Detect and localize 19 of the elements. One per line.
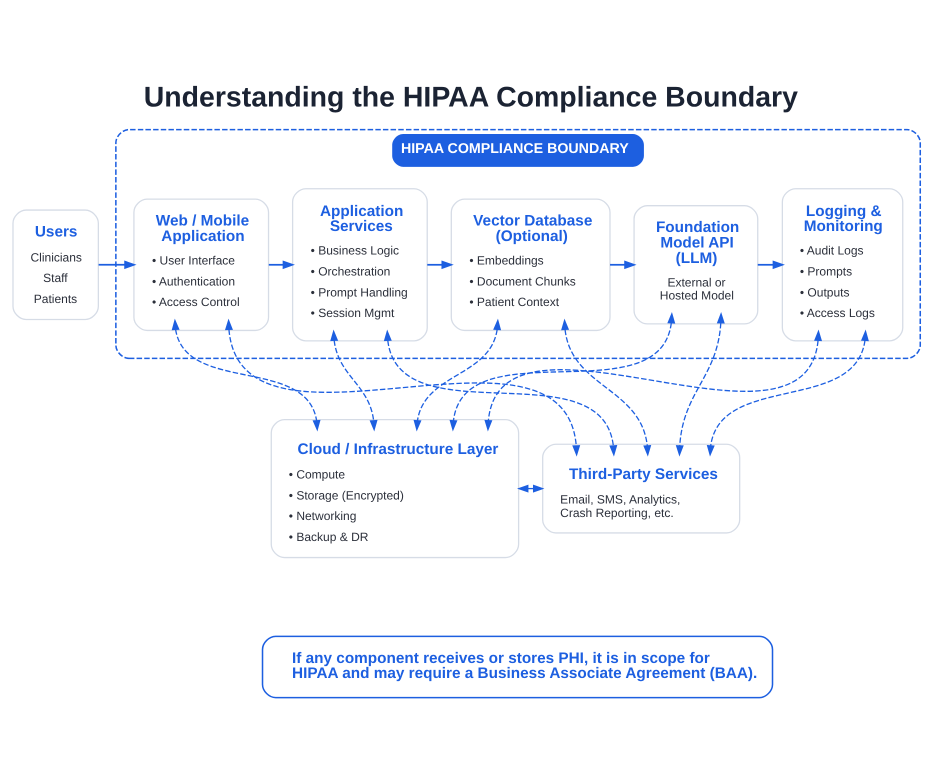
arrow <box>427 260 454 270</box>
arrow <box>98 260 137 270</box>
arrow <box>384 330 618 457</box>
arrow <box>484 330 822 432</box>
arrow <box>676 312 725 457</box>
node-box: Users Clinicians Staff Patients <box>12 209 100 320</box>
arrow <box>224 318 580 457</box>
arrow <box>610 260 636 270</box>
arrow <box>517 484 544 493</box>
arrow <box>450 312 676 432</box>
arrow <box>330 330 378 432</box>
arrow <box>172 318 321 432</box>
node-box: If any component receives or stores PHI, it is in scope for HIPAA and may require a Business Associate Agreement (BAA). <box>262 636 774 698</box>
arrow <box>758 260 785 270</box>
arrow <box>414 318 502 432</box>
arrow <box>561 318 652 457</box>
arrow <box>706 330 869 457</box>
diagram-title: Understanding the HIPAA Compliance Boundary <box>144 81 798 114</box>
arrow <box>268 260 295 270</box>
